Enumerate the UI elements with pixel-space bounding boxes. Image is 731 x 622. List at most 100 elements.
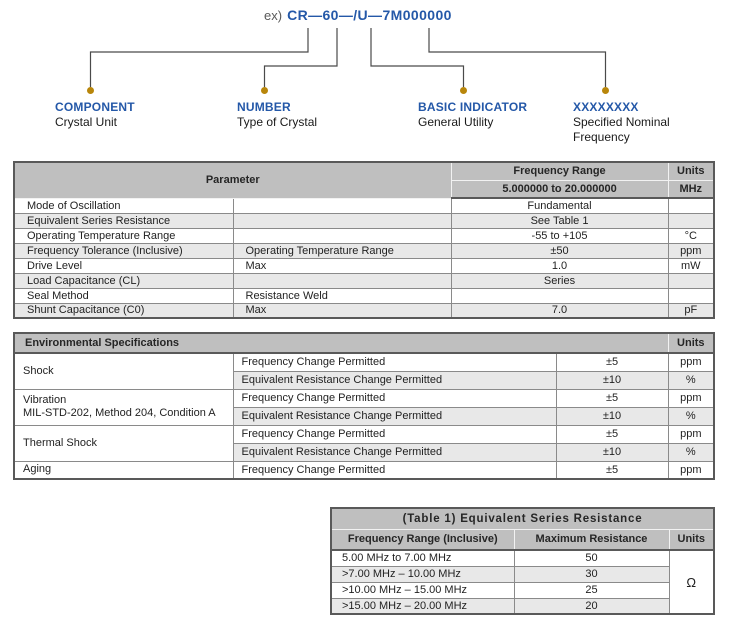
callout-label: NUMBER — [237, 100, 291, 114]
condition-cell: Operating Temperature Range — [232, 242, 452, 259]
test-cell: Equivalent Resistance Change Permitted — [232, 442, 557, 462]
table-header-row: Frequency Range (Inclusive) Maximum Resi… — [330, 528, 715, 551]
condition-cell — [232, 227, 452, 244]
group-label: Vibration — [23, 394, 67, 406]
example-prefix: ex) — [264, 8, 283, 23]
esr-table: (Table 1) Equivalent Series Resistance F… — [330, 507, 715, 615]
range-cell: >15.00 MHz – 20.00 MHz — [330, 597, 515, 615]
table-row: Equivalent Resistance Change Permitted ±… — [14, 406, 715, 426]
param-cell: Mode of Oscillation — [13, 197, 234, 214]
connector-basic-indicator — [370, 28, 465, 87]
unit-cell: ppm — [667, 424, 715, 444]
table-row: Operating Temperature Range -55 to +105 … — [13, 227, 715, 244]
group-cell: Aging — [13, 460, 234, 480]
param-cell: Operating Temperature Range — [13, 227, 234, 244]
unit-cell: ppm — [667, 242, 715, 259]
frequency-range-column-header: Frequency Range (Inclusive) — [330, 528, 515, 551]
callout-bullet — [602, 87, 609, 94]
callout-component: COMPONENT Crystal Unit — [55, 100, 215, 130]
frequency-range-value-header: 5.000000 to 20.000000 — [450, 179, 669, 199]
condition-cell: Max — [232, 257, 452, 274]
table-row: Aging Frequency Change Permitted ±5 ppm — [13, 460, 715, 480]
value-cell: ±5 — [555, 352, 669, 372]
test-cell: Equivalent Resistance Change Permitted — [232, 406, 557, 426]
value-cell: ±10 — [555, 406, 669, 426]
test-cell: Frequency Change Permitted — [232, 424, 557, 444]
units-column-header: Units — [667, 161, 715, 181]
condition-cell: Resistance Weld — [232, 287, 452, 304]
value-cell: ±50 — [450, 242, 669, 259]
unit-cell: ppm — [667, 352, 715, 372]
table-row: Vibration MIL-STD-202, Method 204, Condi… — [13, 388, 715, 426]
param-cell: Drive Level — [13, 257, 234, 274]
table-row: Equivalent Resistance Change Permitted ±… — [14, 370, 715, 390]
callout-desc: Specified Nominal Frequency — [573, 115, 670, 144]
value-cell: ±10 — [555, 442, 669, 462]
value-cell: ±5 — [555, 460, 669, 480]
table-header-row: Environmental Specifications Units — [13, 332, 715, 354]
range-cell: 5.00 MHz to 7.00 MHz — [330, 549, 515, 567]
esr-table-title: (Table 1) Equivalent Series Resistance — [330, 507, 715, 530]
group-cell: Shock — [13, 352, 234, 390]
callout-label: BASIC INDICATOR — [418, 100, 528, 114]
callout-desc: Crystal Unit — [55, 115, 118, 129]
connector-component — [89, 28, 309, 87]
table-row: Drive Level Max 1.0 mW — [13, 257, 715, 274]
units-value-header: MHz — [667, 179, 715, 199]
frequency-range-column-header: Frequency Range — [450, 161, 669, 181]
value-cell: 1.0 — [450, 257, 669, 274]
test-cell: Frequency Change Permitted — [232, 352, 557, 372]
unit-cell: Ω — [668, 549, 715, 615]
table-row: Shunt Capacitance (C0) Max 7.0 pF — [13, 302, 715, 319]
unit-cell: % — [667, 442, 715, 462]
parameter-column-header: Parameter — [13, 161, 452, 199]
unit-cell: % — [667, 406, 715, 426]
value-cell: ±10 — [555, 370, 669, 390]
value-cell: -55 to +105 — [450, 227, 669, 244]
resistance-cell: 50 — [513, 549, 670, 567]
table-row: 5.00 MHz to 7.00 MHz 50 Ω — [330, 549, 715, 615]
range-cell: >7.00 MHz – 10.00 MHz — [330, 565, 515, 583]
resistance-cell: 30 — [513, 565, 670, 583]
table-title-row: (Table 1) Equivalent Series Resistance — [330, 507, 715, 530]
table-row: Shock Frequency Change Permitted ±5 ppm — [13, 352, 715, 390]
callout-desc: General Utility — [418, 115, 494, 129]
units-column-header: Units — [668, 528, 715, 551]
param-cell: Seal Method — [13, 287, 234, 304]
param-cell: Frequency Tolerance (Inclusive) — [13, 242, 234, 259]
table-row: Equivalent Series Resistance See Table 1 — [13, 212, 715, 229]
test-cell: Frequency Change Permitted — [232, 388, 557, 408]
connector-number — [263, 28, 338, 87]
group-sublabel: MIL-STD-202, Method 204, Condition A — [23, 407, 216, 419]
callout-number: NUMBER Type of Crystal — [237, 100, 397, 130]
table-header-row: Parameter Frequency Range Units — [13, 161, 715, 199]
param-cell: Load Capacitance (CL) — [13, 272, 234, 289]
resistance-cell: 25 — [513, 581, 670, 599]
test-cell: Frequency Change Permitted — [232, 460, 557, 480]
unit-cell: % — [667, 370, 715, 390]
callout-bullet — [87, 87, 94, 94]
param-cell: Equivalent Series Resistance — [13, 212, 234, 229]
environmental-title: Environmental Specifications — [13, 332, 669, 354]
unit-cell — [667, 287, 715, 304]
test-cell: Equivalent Resistance Change Permitted — [232, 370, 557, 390]
table-header-row: 5.000000 to 20.000000 MHz — [14, 179, 715, 199]
unit-cell: ppm — [667, 460, 715, 480]
unit-cell — [667, 272, 715, 289]
table-row: Thermal Shock Frequency Change Permitted… — [13, 424, 715, 462]
callout-desc: Type of Crystal — [237, 115, 318, 129]
environmental-table: Environmental Specifications Units Shock… — [13, 332, 716, 480]
value-cell: Series — [450, 272, 669, 289]
callout-basic-indicator: BASIC INDICATOR General Utility — [418, 100, 568, 130]
param-cell: Shunt Capacitance (C0) — [13, 302, 234, 319]
condition-cell — [232, 272, 452, 289]
value-cell: 7.0 — [450, 302, 669, 319]
value-cell: ±5 — [555, 424, 669, 444]
unit-cell — [667, 212, 715, 229]
condition-cell — [232, 197, 452, 214]
table-row: >10.00 MHz – 15.00 MHz 25 — [330, 581, 714, 599]
unit-cell: mW — [667, 257, 715, 274]
callout-label: XXXXXXXX — [573, 100, 639, 114]
group-cell: Vibration MIL-STD-202, Method 204, Condi… — [13, 388, 234, 426]
